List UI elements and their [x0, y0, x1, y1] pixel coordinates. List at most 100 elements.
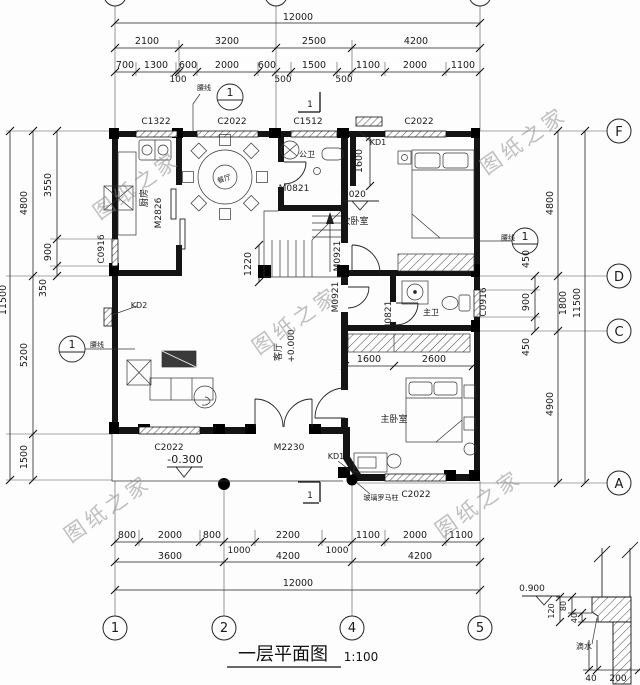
annotation-labels: 腰线 腰线 腰线 1 1 1 1 1 玻璃罗马柱: [69, 83, 529, 502]
svg-text:M0921: M0921: [331, 282, 341, 313]
svg-text:客厅: 客厅: [272, 343, 284, 361]
level-markers: [167, 200, 560, 606]
toilet-tank: [458, 294, 471, 312]
bath-fixtures: [280, 140, 471, 312]
svg-text:KD1: KD1: [370, 138, 387, 147]
svg-text:0.900: 0.900: [519, 584, 545, 594]
svg-text:M2230: M2230: [274, 443, 305, 453]
svg-text:1: 1: [307, 491, 313, 501]
svg-text:C1512: C1512: [293, 117, 322, 127]
svg-text:腰线: 腰线: [501, 233, 515, 242]
section-cut-top: [298, 92, 321, 113]
door-labels: M2826 M2230 M0821 M0821 M0921 M0921 KD1 …: [131, 138, 394, 461]
svg-text:1100: 1100: [449, 530, 473, 541]
hall-door: [347, 286, 370, 309]
svg-text:C2022: C2022: [404, 117, 433, 127]
window-labels: C1322 C2022 C1512 C2022 C2022 C2022 C091…: [97, 117, 489, 500]
svg-text:1800: 1800: [558, 291, 569, 315]
svg-text:KD1: KD1: [328, 452, 345, 461]
section-cut-bottom: [298, 481, 321, 504]
svg-text:次卧室: 次卧室: [341, 215, 368, 227]
dimension-texts: 12000 2100 3200 2500 4200 700 1300 600 2…: [0, 12, 583, 589]
svg-text:C: C: [614, 325, 623, 340]
svg-text:900: 900: [521, 293, 532, 311]
svg-text:A: A: [615, 477, 624, 492]
svg-text:厨房: 厨房: [138, 189, 150, 207]
svg-text:主卫: 主卫: [423, 307, 439, 317]
svg-text:800: 800: [203, 530, 221, 541]
drawing-scale: 1:100: [344, 650, 379, 664]
living-furniture: [126, 350, 217, 409]
shower: [401, 280, 429, 305]
window-c2022-topright: [384, 130, 447, 138]
svg-text:M0921: M0921: [333, 241, 343, 272]
bedroom2-door: [351, 244, 381, 274]
svg-text:4200: 4200: [404, 36, 428, 47]
svg-text:1.020: 1.020: [340, 190, 366, 200]
svg-text:C2022: C2022: [401, 490, 430, 500]
grid-circles: [102, 0, 632, 641]
svg-text:700: 700: [116, 60, 134, 71]
stool: [463, 442, 477, 456]
svg-text:4200: 4200: [408, 551, 432, 562]
leaders: [111, 130, 371, 495]
svg-text:2000: 2000: [403, 530, 427, 541]
armchair: [126, 359, 152, 386]
grid-circle-2: [211, 615, 237, 641]
svg-text:C2022: C2022: [154, 443, 183, 453]
wardrobe-master: [347, 333, 471, 353]
stove: [103, 185, 134, 211]
floor-drain: [313, 167, 321, 175]
svg-text:C1322: C1322: [141, 117, 170, 127]
grid-circle-A: [606, 470, 632, 496]
svg-text:M0821: M0821: [279, 184, 310, 194]
waistline-detail: [555, 541, 640, 685]
svg-text:1500: 1500: [302, 60, 326, 71]
svg-text:2200: 2200: [276, 530, 300, 541]
svg-text:2: 2: [220, 621, 228, 636]
master-bath-door: [395, 302, 419, 326]
furniture: [126, 149, 477, 473]
porch: [111, 434, 343, 482]
svg-text:C0916: C0916: [479, 287, 489, 316]
svg-text:200: 200: [609, 674, 626, 684]
svg-text:1000: 1000: [228, 546, 251, 556]
svg-text:600: 600: [258, 60, 276, 71]
svg-text:1: 1: [227, 86, 234, 99]
svg-text:4800: 4800: [19, 191, 30, 215]
svg-text:1000: 1000: [326, 546, 349, 556]
washbasin: [280, 140, 300, 160]
chair: [386, 453, 402, 469]
window-c0916-left: [111, 238, 119, 267]
cistern: [321, 147, 344, 161]
svg-text:11500: 11500: [0, 285, 9, 315]
roman-column: [346, 474, 358, 486]
dimension-lines: [5, 18, 590, 595]
bed2: [397, 149, 475, 239]
svg-text:+0.000: +0.000: [287, 329, 297, 363]
title-block: 一层平面图 1:100: [227, 644, 379, 668]
public-bath-door: [283, 161, 307, 185]
svg-text:2000: 2000: [215, 60, 239, 71]
window-c0916-right: [473, 289, 481, 318]
svg-text:12000: 12000: [283, 578, 313, 589]
svg-text:5: 5: [476, 621, 484, 636]
dim-top-total: 12000: [283, 12, 313, 23]
svg-text:4800: 4800: [545, 191, 556, 215]
svg-text:主卧室: 主卧室: [380, 413, 407, 425]
svg-text:腰线: 腰线: [90, 340, 104, 349]
svg-text:80: 80: [559, 601, 568, 611]
svg-text:1100: 1100: [356, 530, 380, 541]
svg-text:4: 4: [348, 621, 356, 636]
svg-text:3600: 3600: [158, 551, 182, 562]
roman-column: [218, 478, 230, 490]
svg-text:450: 450: [521, 250, 532, 268]
master-bed: [353, 377, 477, 473]
window-c2022-bottomleft: [138, 426, 201, 435]
svg-text:100: 100: [169, 75, 186, 85]
window-c1322: [135, 130, 178, 138]
window-kd1-top: [355, 116, 383, 127]
svg-text:4200: 4200: [276, 551, 300, 562]
svg-text:1100: 1100: [451, 60, 475, 71]
